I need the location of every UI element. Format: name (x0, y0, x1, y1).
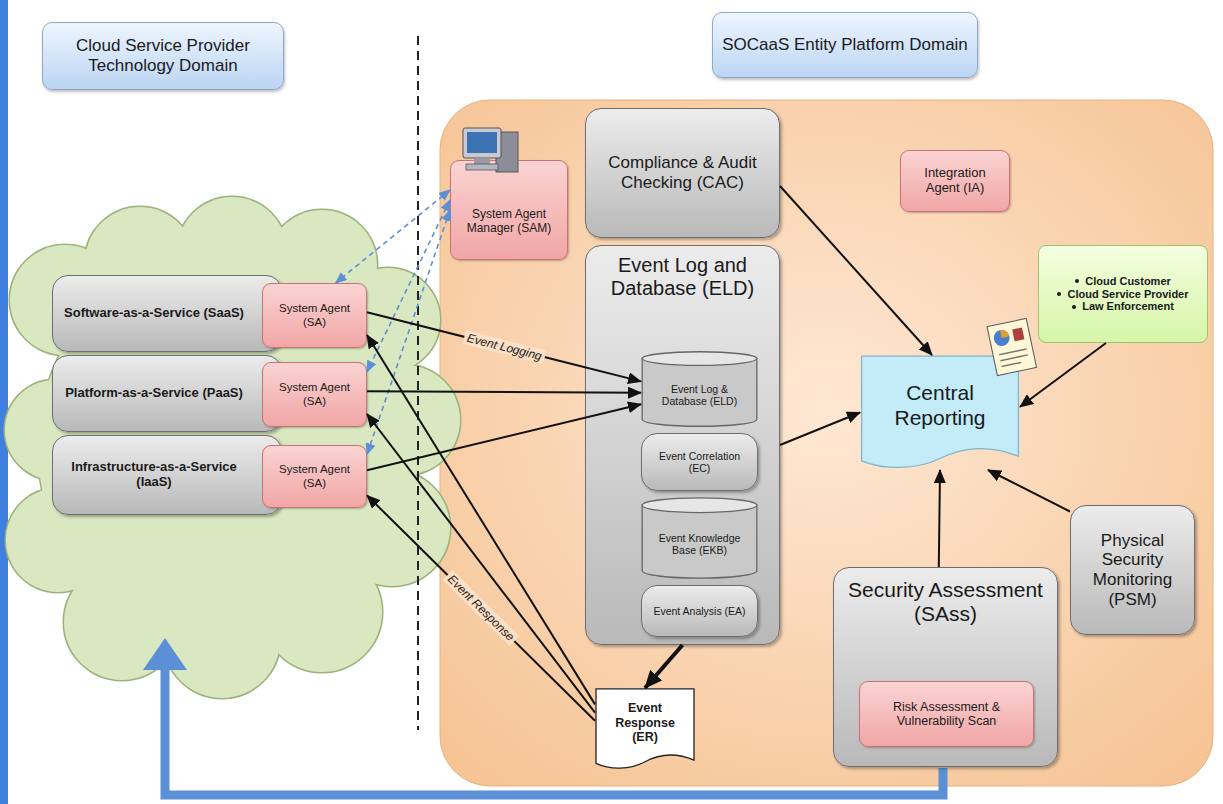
node-text: Event Log and Database (ELD) (592, 254, 773, 300)
node-text: System Agent (SA) (269, 381, 360, 407)
node-text: Central Reporting (866, 381, 1014, 429)
domain-header: Cloud Service Provider Technology Domain (42, 22, 284, 90)
node-text: System Agent (SA) (269, 302, 360, 328)
agent-box: System Agent (SA) (262, 445, 367, 508)
agent-box: Integration Agent (IA) (900, 150, 1010, 212)
cloud-outline (5, 197, 460, 698)
report-document: Central Reporting (860, 355, 1020, 470)
assessment-box: Risk Assessment & Vulnerability Scan (859, 681, 1034, 747)
node-text: Infrastructure-as-a-Service (IaaS) (63, 460, 245, 490)
feedback-arrowhead (143, 638, 187, 670)
feedback-arrow (165, 668, 943, 795)
node-text: Cloud Service Provider Technology Domain (49, 36, 277, 75)
container-box: Event Log and Database (ELD) Event Log & … (585, 245, 780, 645)
arrow-connector (780, 413, 860, 446)
node-text: Law Enforcement (1082, 300, 1174, 313)
node-text: Risk Assessment & Vulnerability Scan (866, 700, 1027, 729)
report-icon (987, 318, 1037, 375)
arrow-connector (367, 404, 641, 470)
bullet-row: Law Enforcement (1072, 300, 1174, 313)
node-text: Event Correlation (EC) (648, 450, 751, 474)
node-text: Cloud Service Provider (1067, 288, 1188, 301)
process-box: Compliance & Audit Checking (CAC) (585, 108, 780, 238)
arrow-connector (367, 312, 641, 381)
node-text: SOCaaS Entity Platform Domain (722, 35, 968, 55)
stakeholder-box: Cloud CustomerCloud Service ProviderLaw … (1038, 245, 1208, 343)
bullet-row: Cloud Customer (1075, 275, 1171, 288)
domain-header: SOCaaS Entity Platform Domain (712, 12, 978, 78)
dashed-connector (367, 200, 450, 372)
service-box: Infrastructure-as-a-Service (IaaS) (52, 435, 282, 515)
platform-region (440, 100, 1213, 786)
database-cylinder: Event Log & Database (ELD) (641, 351, 758, 427)
response-document: Event Response (ER) (595, 688, 695, 770)
dashed-connector (367, 210, 450, 454)
edge-label: Event Response (443, 570, 520, 646)
node-text: System Agent (SA) (269, 463, 360, 489)
arrow-connector (939, 470, 940, 567)
process-box: Event Analysis (EA) (641, 585, 758, 637)
service-box: Platform-as-a-Service (PaaS) (52, 355, 282, 432)
node-text: Event Response (ER) (601, 701, 689, 744)
arrow-connector (367, 391, 641, 393)
manager-box: System Agent Manager (SAM) (450, 160, 568, 260)
bullet-row: Cloud Service Provider (1057, 288, 1188, 301)
node-text: Security Assessment (SAss) (840, 578, 1051, 626)
node-text: Event Analysis (EA) (653, 605, 745, 617)
node-text: Software-as-a-Service (SaaS) (64, 306, 244, 321)
left-strip (0, 0, 8, 804)
database-cylinder: Event Knowledge Base (EKB) (641, 497, 758, 579)
process-box: Physical Security Monitoring (PSM) (1070, 505, 1195, 635)
domain-divider (417, 36, 419, 730)
arrow-connector (367, 414, 595, 713)
node-text: Platform-as-a-Service (PaaS) (65, 386, 243, 401)
arrow-connector (367, 335, 595, 704)
bullet-dot (1075, 279, 1079, 283)
bullet-dot (1057, 292, 1061, 296)
container-box: Security Assessment (SAss) Risk Assessmen… (833, 567, 1058, 767)
arrow-connector (645, 645, 683, 688)
node-text: Event Log & Database (ELD) (647, 383, 752, 407)
edge-label: Event Logging (462, 330, 546, 364)
node-text: Cloud Customer (1085, 275, 1171, 288)
arrow-connector (780, 186, 932, 355)
agent-box: System Agent (SA) (262, 283, 367, 348)
computer-icon (463, 128, 518, 172)
dashed-connector (336, 190, 451, 283)
node-text: Physical Security Monitoring (PSM) (1077, 531, 1188, 609)
agent-box: System Agent (SA) (262, 362, 367, 427)
cloud-fill (5, 197, 460, 698)
node-text: Compliance & Audit Checking (CAC) (592, 153, 773, 192)
process-box: Event Correlation (EC) (641, 433, 758, 491)
bullet-dot (1072, 305, 1076, 309)
node-text: Integration Agent (IA) (907, 166, 1003, 196)
node-text: System Agent Manager (SAM) (457, 208, 561, 236)
arrow-connector (1020, 343, 1106, 407)
service-box: Software-as-a-Service (SaaS) (52, 275, 282, 352)
arrow-connector (367, 495, 595, 720)
arrow-connector (988, 470, 1070, 512)
node-text: Event Knowledge Base (EKB) (647, 532, 752, 556)
